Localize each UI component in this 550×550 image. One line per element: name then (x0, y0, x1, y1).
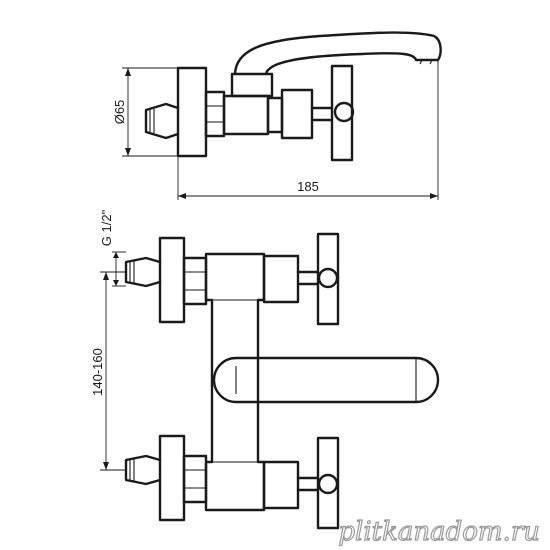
front-spout (212, 356, 440, 404)
lower-inlet-nut (124, 454, 162, 486)
side-view: Ø65 185 (112, 31, 442, 200)
lower-cross-handle (316, 436, 340, 530)
side-body (222, 94, 270, 136)
lower-handle-hub (317, 473, 339, 495)
lower-hex-nut (182, 454, 208, 504)
side-valve-bonnet (266, 96, 284, 134)
width-label: 185 (297, 179, 319, 194)
lower-wall-flange (158, 434, 186, 522)
spacing-label: 140-160 (90, 348, 105, 396)
upper-inlet-nut (124, 256, 162, 288)
upper-cross-handle (316, 232, 340, 326)
side-valve-cap (280, 88, 314, 140)
upper-valve-cap (262, 254, 300, 304)
upper-wall-flange (158, 236, 186, 324)
upper-handle-hub (317, 267, 339, 289)
lower-valve-cap (262, 460, 300, 510)
side-hex-nut (204, 90, 226, 138)
diameter-label: Ø65 (112, 100, 127, 125)
thread-label: G 1/2" (99, 209, 114, 246)
side-wall-flange (176, 66, 208, 158)
upper-hex-nut (182, 256, 208, 306)
front-view: G 1/2" 140-160 (90, 209, 440, 530)
watermark: plitkanadom.ru (338, 517, 540, 547)
side-spout-arc (233, 31, 442, 76)
side-spout-column (230, 72, 274, 98)
side-handle-hub (333, 101, 355, 123)
side-inlet-nut (144, 102, 180, 140)
